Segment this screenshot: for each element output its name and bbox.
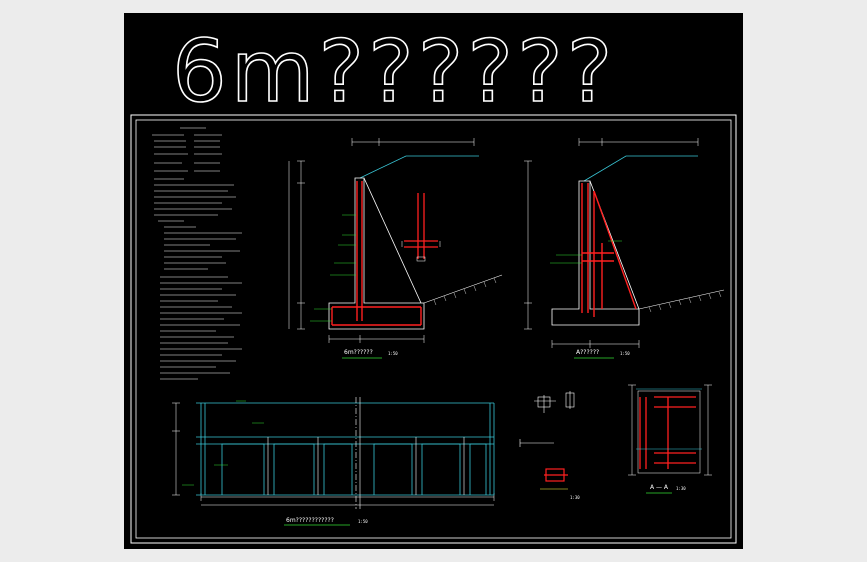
elevation-scale: 1:50 bbox=[358, 519, 368, 524]
general-notes bbox=[152, 127, 242, 380]
section-b-wall[interactable]: A?????? 1:50 bbox=[524, 138, 725, 359]
elevation-caption: 6m???????????? bbox=[286, 517, 334, 524]
detail-a-a[interactable]: A — A 1:30 bbox=[628, 384, 712, 494]
sheet-frame-inner bbox=[135, 119, 732, 539]
section-a-scale: 1:50 bbox=[388, 351, 398, 356]
drawing-title: 6m?????? bbox=[172, 22, 616, 122]
sheet-frame-outer bbox=[130, 114, 737, 544]
drawing-canvas: 6m?????? bbox=[130, 21, 737, 544]
cad-viewport[interactable]: 6m?????? bbox=[124, 13, 743, 549]
elevation-view[interactable]: 6m???????????? 1:50 bbox=[172, 397, 495, 526]
counterfort-detail[interactable] bbox=[401, 193, 441, 262]
section-b-scale: 1:50 bbox=[620, 351, 630, 356]
section-b-caption: A?????? bbox=[576, 349, 599, 356]
section-a-caption: 6m?????? bbox=[344, 349, 373, 356]
detail-section-caption: A — A bbox=[650, 484, 669, 491]
section-a-wall[interactable]: 6m?????? 1:50 bbox=[288, 138, 503, 359]
detail-section-scale: 1:30 bbox=[676, 486, 686, 491]
small-details[interactable]: 1:30 bbox=[519, 391, 580, 500]
detail-small-scale: 1:30 bbox=[570, 495, 580, 500]
